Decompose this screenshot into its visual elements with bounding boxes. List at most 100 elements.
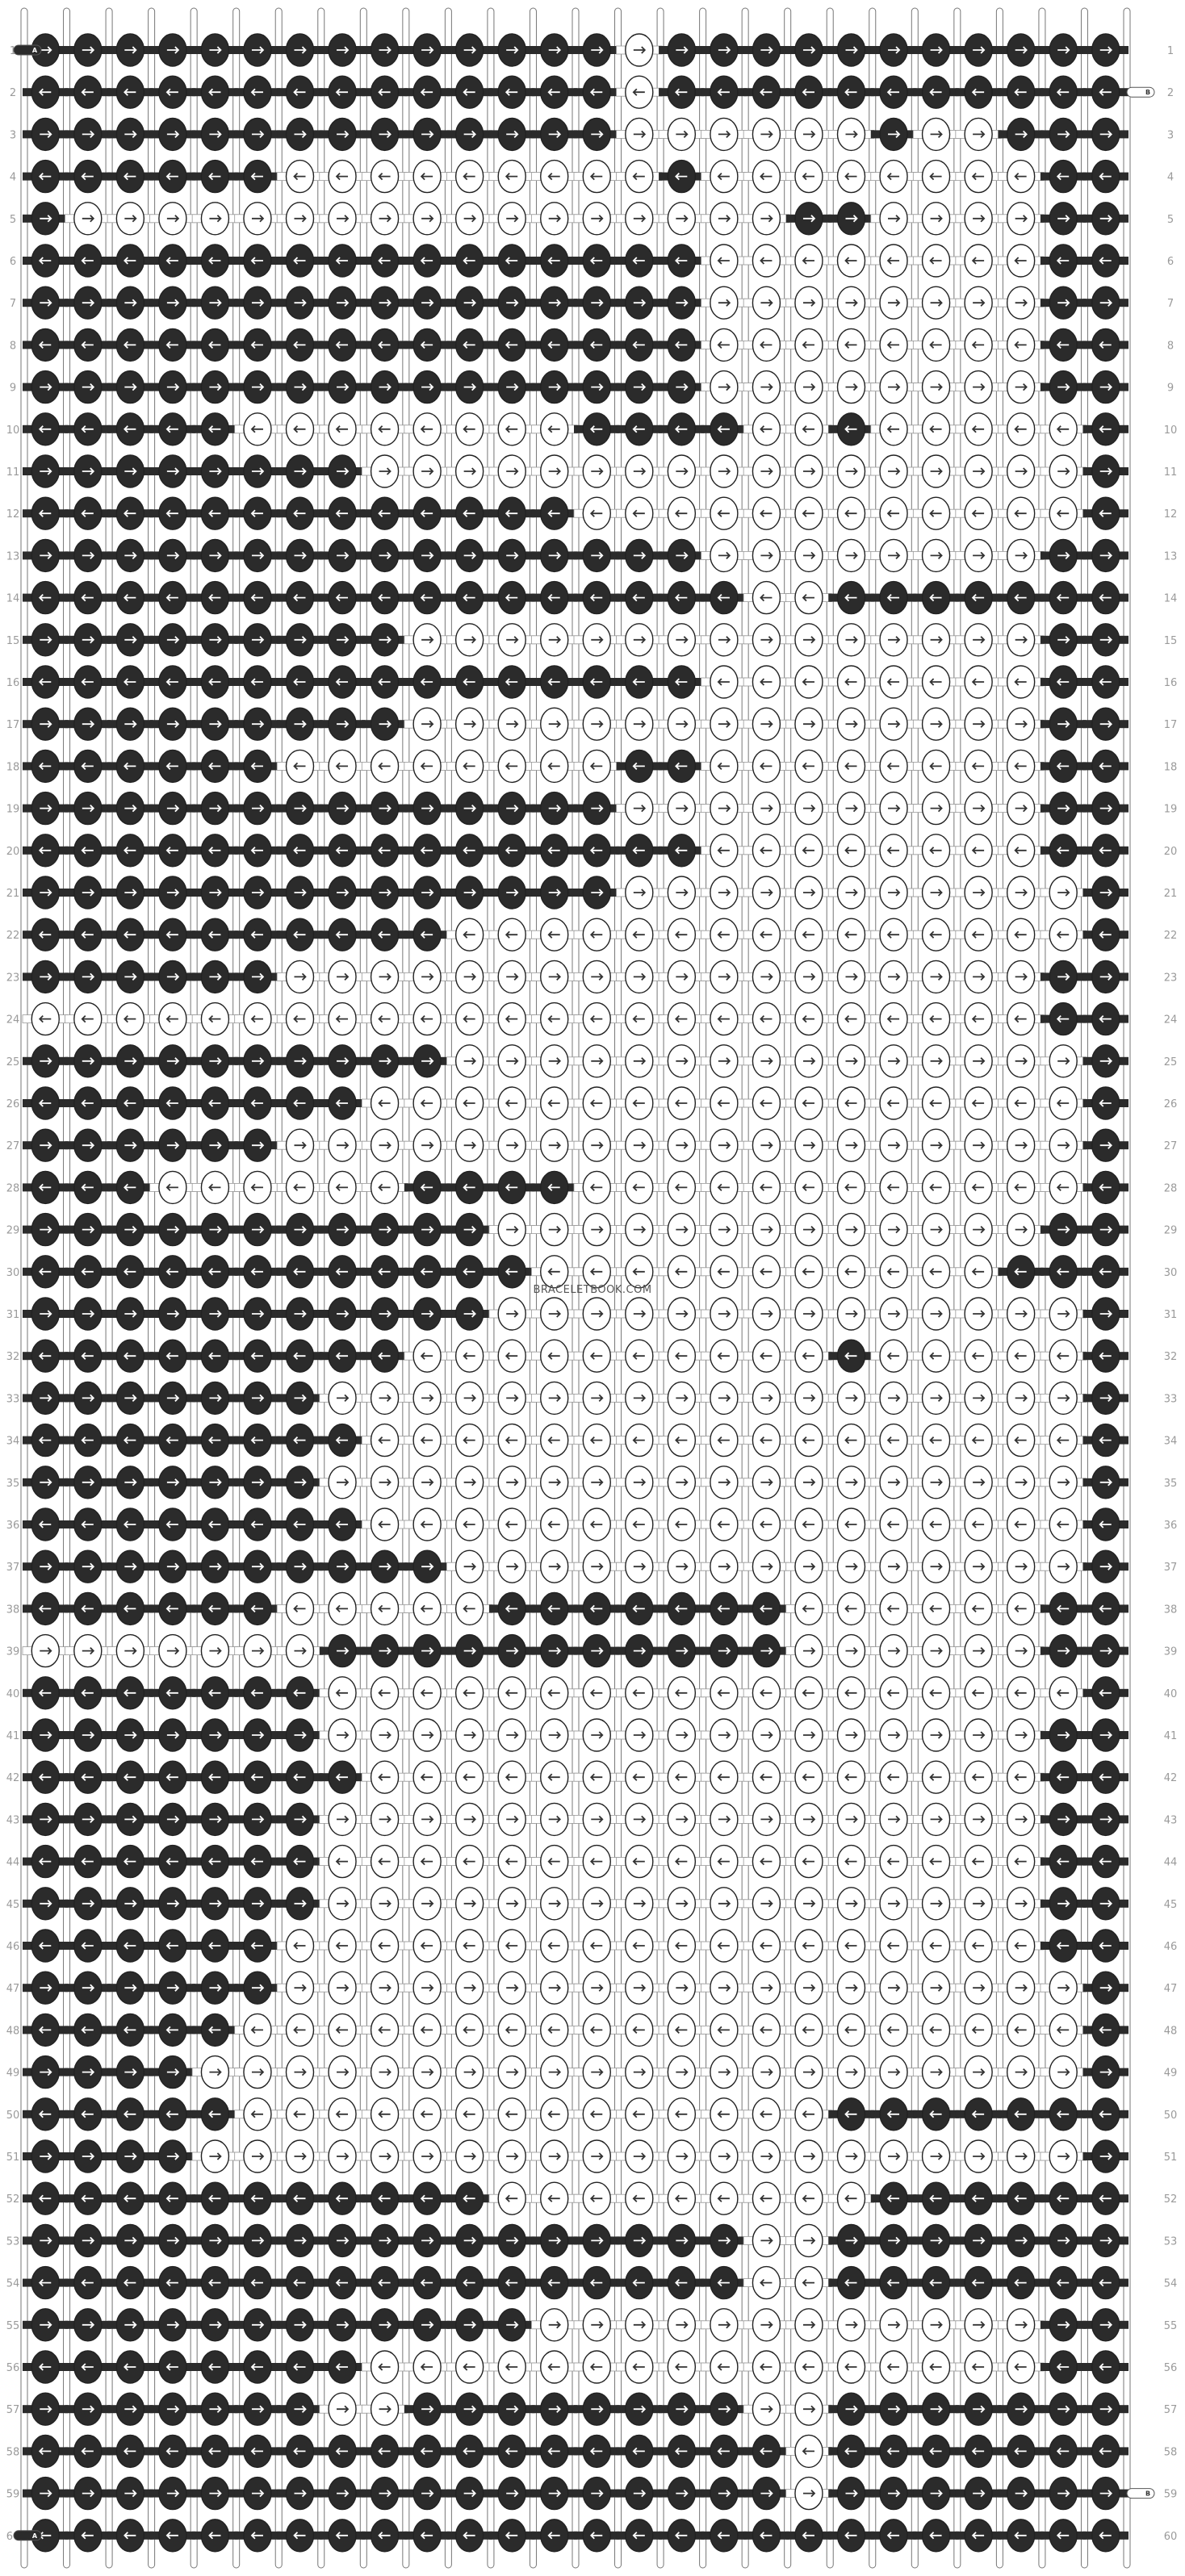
knot	[955, 159, 1002, 194]
arrow-left-icon	[81, 172, 94, 181]
knot	[191, 202, 239, 236]
arrow-right-icon	[337, 130, 350, 139]
knot	[574, 33, 620, 67]
knot	[828, 33, 874, 67]
arrow-right-icon	[633, 130, 647, 139]
knot	[23, 202, 69, 236]
arrow-left-icon	[1014, 172, 1027, 181]
arrow-left-icon	[589, 172, 603, 181]
arrow-left-icon	[165, 88, 178, 96]
arrow-left-icon	[802, 172, 814, 181]
arrow-right-icon	[1057, 130, 1070, 139]
arrow-right-icon	[633, 215, 647, 223]
arrow-right-icon	[930, 46, 943, 54]
knot	[319, 159, 366, 194]
arrow-right-icon	[1057, 46, 1070, 54]
arrow-right-icon	[209, 215, 222, 223]
arrow-right-icon	[421, 130, 434, 139]
arrow-right-icon	[676, 46, 689, 54]
arrow-right-icon	[251, 215, 265, 223]
knot	[701, 33, 747, 67]
knot	[192, 159, 238, 194]
knot	[65, 117, 111, 152]
arrow-right-icon	[166, 215, 180, 223]
arrow-left-icon	[547, 88, 560, 96]
strand-line	[741, 7, 749, 2569]
knot	[446, 75, 492, 109]
knot	[659, 33, 705, 67]
arrow-right-icon	[463, 215, 476, 223]
arrow-right-icon	[1015, 130, 1028, 139]
knot	[192, 33, 238, 67]
knot	[361, 202, 408, 236]
strand-line	[274, 7, 283, 2569]
knot	[998, 33, 1044, 67]
knot	[234, 117, 281, 152]
arrow-left-icon	[463, 172, 475, 181]
arrow-right-icon	[888, 130, 901, 139]
knot	[827, 117, 875, 152]
arrow-right-icon	[760, 130, 773, 139]
knot	[785, 159, 832, 194]
knot	[1082, 75, 1128, 109]
knot	[870, 75, 917, 109]
knot	[107, 75, 153, 109]
arrow-right-icon	[760, 46, 773, 54]
arrow-right-icon	[802, 46, 816, 54]
strand-line	[995, 7, 1003, 2569]
arrow-left-icon	[971, 88, 985, 96]
knot	[319, 117, 366, 152]
arrow-right-icon	[1099, 46, 1113, 54]
arrow-left-icon	[844, 172, 857, 181]
knot	[404, 75, 450, 109]
arrow-right-icon	[506, 215, 519, 223]
knot	[319, 33, 366, 67]
arrow-right-icon	[506, 130, 519, 139]
arrow-right-icon	[1099, 130, 1113, 139]
strand-line	[359, 7, 367, 2569]
knot	[149, 202, 196, 236]
knot	[1082, 117, 1128, 152]
arrow-right-icon	[591, 46, 604, 54]
knot	[870, 117, 917, 152]
arrow-left-icon	[165, 172, 178, 181]
knot	[701, 117, 747, 152]
strand-line	[402, 7, 410, 2569]
arrow-left-icon	[124, 88, 136, 96]
arrow-right-icon	[548, 130, 562, 139]
knot	[234, 159, 281, 194]
knot	[192, 75, 238, 109]
arrow-left-icon	[293, 88, 306, 96]
strand-line	[20, 7, 28, 2569]
arrow-right-icon	[845, 46, 858, 54]
arrow-right-icon	[124, 215, 137, 223]
arrow-right-icon	[82, 46, 95, 54]
knot	[361, 159, 408, 194]
arrow-left-icon	[929, 172, 942, 181]
arrow-left-icon	[802, 88, 814, 96]
knot	[658, 202, 706, 236]
arrow-right-icon	[209, 130, 222, 139]
arrow-left-icon	[886, 172, 900, 181]
strand-line	[784, 7, 792, 2569]
arrow-right-icon	[1015, 46, 1028, 54]
knot	[362, 117, 408, 152]
arrow-left-icon	[929, 88, 942, 96]
knot	[65, 75, 111, 109]
arrow-left-icon	[971, 172, 985, 181]
knot	[488, 33, 535, 67]
knot	[362, 33, 408, 67]
arrow-right-icon	[548, 215, 562, 223]
strand-threads	[20, 7, 1131, 2569]
knot	[616, 117, 663, 152]
arrow-right-icon	[379, 215, 392, 223]
knot	[362, 75, 408, 109]
arrow-right-icon	[294, 46, 307, 54]
arrow-right-icon	[973, 46, 986, 54]
strand-line	[869, 7, 877, 2569]
knot	[1040, 117, 1087, 152]
knot	[404, 202, 450, 236]
arrow-right-icon	[251, 46, 265, 54]
knot	[1040, 159, 1087, 194]
strand-line	[614, 7, 622, 2569]
